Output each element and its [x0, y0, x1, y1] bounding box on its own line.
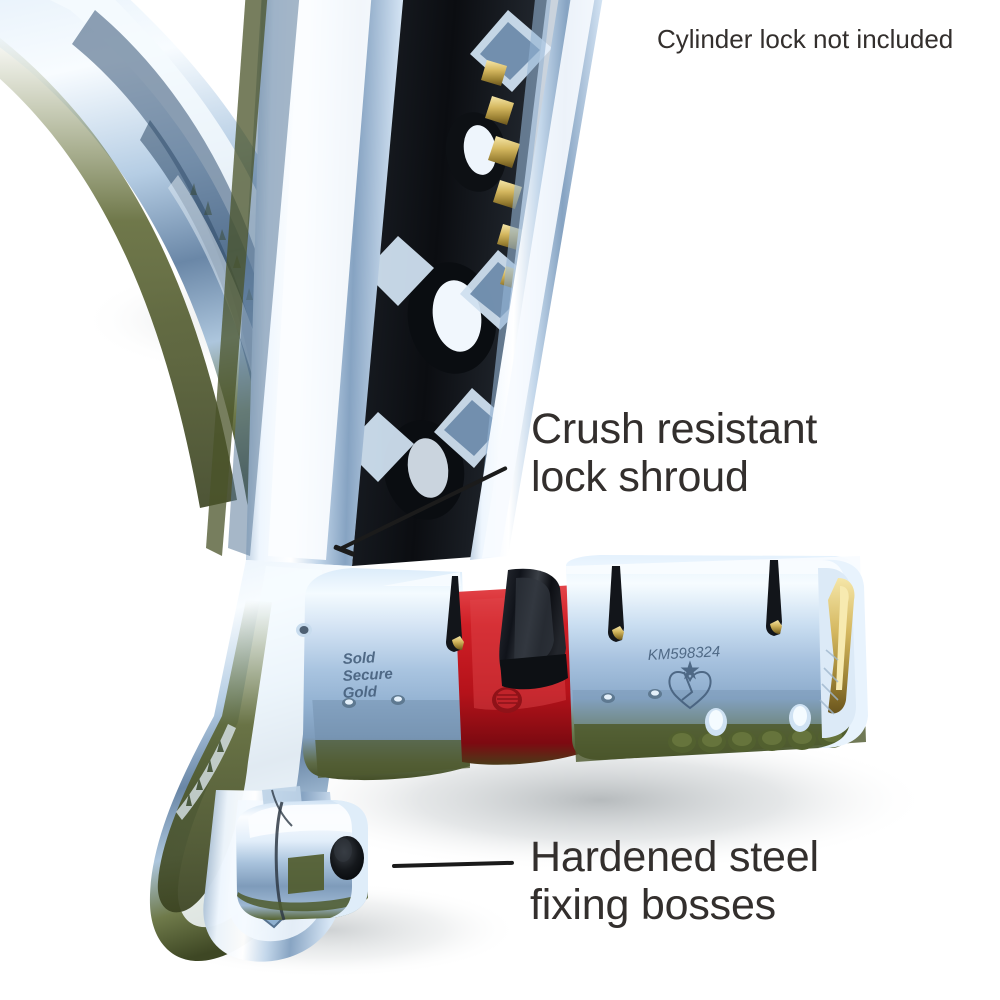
tree-reflection: [176, 724, 236, 820]
svg-text:Sold: Sold: [342, 649, 376, 668]
crush-resistant-lock-shroud: [206, 0, 603, 636]
note-cylinder-not-included: Cylinder lock not included: [657, 24, 954, 54]
engraving-sold-secure-gold: Sold Secure Gold: [342, 649, 393, 702]
note-hardened-steel-fixing-bosses: Hardened steel fixing bosses: [530, 833, 819, 930]
engraving-serial: KM598324: [647, 643, 720, 664]
boss-flat-notch: [288, 854, 324, 894]
sold-secure-heart-logo: [668, 660, 712, 710]
cylinder-keyway-face: [818, 559, 868, 748]
svg-text:Secure: Secure: [342, 665, 393, 685]
boss-wire-detail: [271, 789, 293, 827]
cylinder-dimples-right: [601, 689, 662, 703]
svg-text:Gold: Gold: [342, 683, 378, 702]
euro-cylinder-lock: Sold Secure Gold: [296, 555, 868, 781]
cylinder-dimples: [342, 695, 405, 708]
note-crush-resistant-lock-shroud: Crush resistant lock shroud: [531, 405, 818, 502]
cylinder-pin-grooves: [446, 560, 782, 652]
